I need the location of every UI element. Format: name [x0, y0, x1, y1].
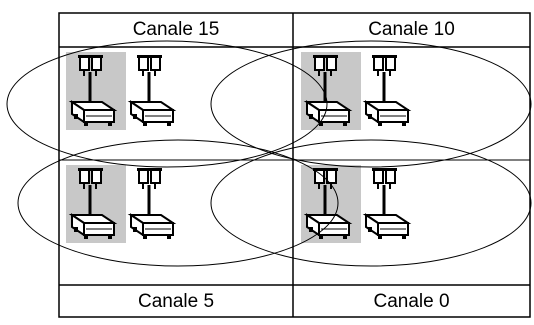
- coverage-ellipse-top-left: [6, 40, 328, 168]
- diagram-frame: [58, 12, 531, 318]
- weighing-scale-icon: [129, 166, 175, 241]
- channel-label-bottom-right: Canale 0: [373, 291, 450, 312]
- weighing-scale-icon: [129, 53, 175, 128]
- weighing-scale-icon: [364, 166, 410, 241]
- channel-label-top-left: Canale 15: [132, 19, 220, 40]
- coverage-ellipse-bottom-right: [210, 139, 532, 267]
- coverage-ellipse-bottom-left: [17, 139, 339, 267]
- coverage-ellipse-top-right: [210, 40, 532, 168]
- channel-label-bottom-left: Canale 5: [137, 291, 215, 312]
- weighing-scale-icon: [364, 53, 410, 128]
- channel-label-top-right: Canale 10: [368, 19, 455, 40]
